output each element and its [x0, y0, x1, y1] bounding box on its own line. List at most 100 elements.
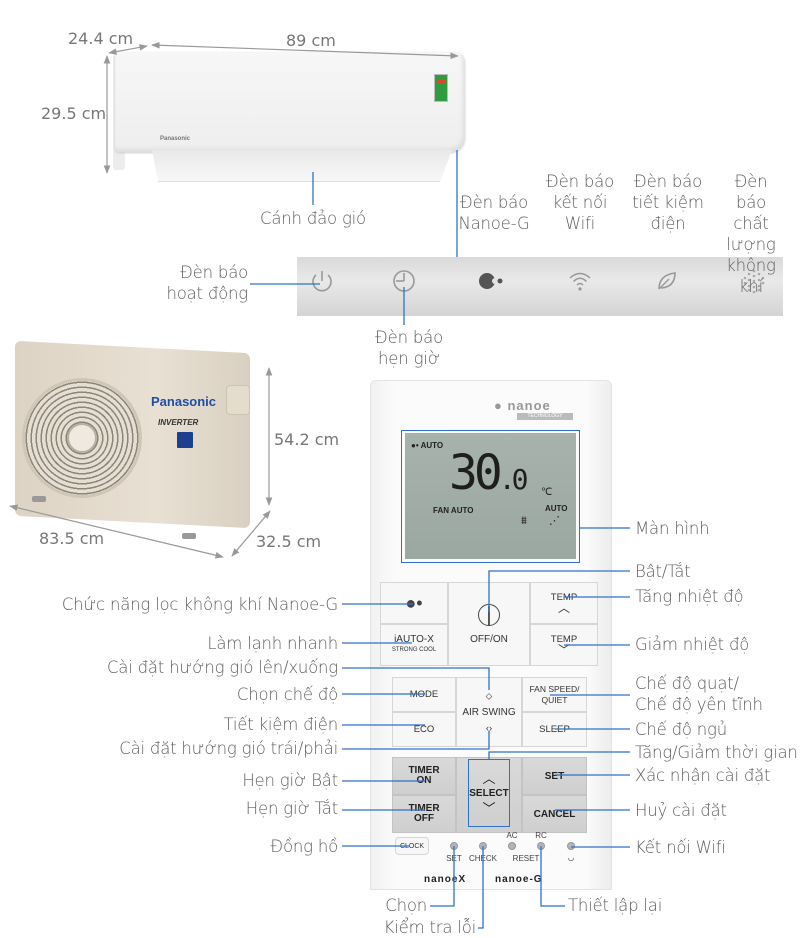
leaf-icon: [652, 267, 682, 295]
outdoor-width-dimension: 83.5 cm: [39, 529, 105, 548]
cancel-label: CANCEL: [533, 808, 576, 820]
outdoor-foot: [182, 533, 196, 539]
iauto-button[interactable]: iAUTO-X STRONG COOL: [380, 624, 448, 666]
nanoe-technology-tag: TECHNOLOGY: [517, 413, 573, 420]
ac-indicator-label: AC: [506, 831, 518, 840]
nanoe-logo-text: nanoe: [507, 398, 551, 413]
set-led[interactable]: [450, 842, 458, 850]
indicator-label-operation: Đèn báo hoạt động: [166, 263, 248, 303]
set-button[interactable]: SET: [522, 757, 587, 795]
fan-speed-button[interactable]: FAN SPEED/ QUIET: [522, 677, 587, 712]
lcd-mode-text: AUTO: [420, 441, 444, 450]
clock-button[interactable]: CLOCK: [395, 837, 429, 855]
label-confirm: Xác nhận cài đặt: [635, 766, 771, 785]
swing-vertical-icon: ⬦: [485, 690, 493, 702]
label-swing-vertical: Cài đặt hướng gió lên/xuống: [106, 658, 338, 677]
sleep-label: SLEEP: [539, 724, 570, 735]
timer-off-label: TIMER OFF: [408, 803, 440, 824]
temp-down-label: TEMP: [550, 634, 578, 645]
reset-indicator-label: RESET: [512, 854, 540, 863]
swing-horizontal-icon: ‹›: [485, 722, 493, 734]
nanoe-g-logo: nanoe-G: [495, 874, 543, 885]
select-label: SELECT: [469, 787, 509, 799]
label-time-adjust: Tăng/Giảm thời gian: [635, 743, 798, 762]
lcd-screen: ●• AUTO 30.0 ℃ FAN AUTO AUTO ⩩ ⋰: [405, 433, 576, 559]
indicator-label-wifi: Đèn báo kết nối Wifi: [546, 172, 614, 233]
wifi-small-icon: ◡: [567, 853, 575, 862]
fan-speed-label: FAN SPEED/ QUIET: [529, 683, 580, 705]
indicator-label-air-quality: Đèn báo chất lượng không khí: [726, 172, 776, 296]
nanoe-icon: [474, 267, 504, 295]
outdoor-depth-dimension: 32.5 cm: [256, 532, 322, 551]
rc-indicator-label: RC: [535, 831, 547, 840]
indoor-height-dimension: 29.5 cm: [41, 104, 107, 123]
lcd-mode: ●• AUTO: [411, 441, 444, 450]
chevron-down-icon: ﹀: [557, 643, 570, 657]
outdoor-height-dimension: 54.2 cm: [274, 430, 340, 449]
label-clock: Đồng hồ: [270, 837, 338, 856]
lcd-temp-dec: .0: [498, 463, 529, 496]
lcd-temp-int: 30: [449, 445, 503, 501]
outdoor-valve-cover: [226, 385, 250, 415]
timer-on-button[interactable]: TIMER ON: [392, 757, 456, 795]
label-timer-off: Hẹn giờ Tắt: [245, 799, 338, 818]
check-led[interactable]: [479, 842, 487, 850]
label-temp-down: Giảm nhiệt độ: [635, 635, 750, 654]
set-indicator-label: SET: [446, 854, 462, 863]
label-eco: Tiết kiệm điện: [223, 715, 339, 734]
label-check: Kiểm tra lỗi: [383, 918, 477, 937]
set-label: SET: [544, 770, 565, 782]
sleep-button[interactable]: SLEEP: [522, 712, 587, 747]
indicator-label-eco: Đèn báo tiết kiệm điện: [632, 172, 704, 233]
timer-off-button[interactable]: TIMER OFF: [392, 795, 456, 833]
lcd-swing: AUTO: [545, 504, 568, 513]
outdoor-fan-hub: [67, 423, 97, 453]
mode-label: MODE: [409, 689, 439, 700]
remote-nanoe-logo: ● nanoe: [494, 398, 551, 413]
nanoe-badge: [177, 432, 193, 448]
eco-button[interactable]: ECO: [392, 712, 456, 747]
louver-label: Cánh đảo gió: [260, 209, 366, 228]
indicator-label-timer: Đèn báo hẹn giờ: [375, 328, 443, 368]
rc-led[interactable]: [537, 842, 545, 850]
label-swing-horizontal: Cài đặt hướng gió trái/phải: [119, 739, 338, 758]
label-timer-on: Hẹn giờ Bật: [242, 771, 338, 790]
indoor-width-dimension: 89 cm: [286, 31, 336, 50]
wifi-icon: [565, 267, 595, 295]
indicator-panel: [297, 257, 783, 316]
ac-led[interactable]: [508, 842, 516, 850]
chevron-down-icon: ﹀: [482, 800, 496, 816]
iauto-sub-label: STRONG COOL: [391, 647, 437, 653]
label-select: Chọn: [385, 896, 427, 915]
timer-icon: [389, 267, 419, 295]
clock-label: CLOCK: [399, 842, 425, 850]
indoor-unit: [115, 52, 465, 152]
select-button[interactable]: ︿SELECT﹀: [468, 759, 510, 827]
inverter-badge: INVERTER: [158, 418, 199, 427]
off-on-label: OFF/ON: [470, 633, 508, 645]
nanoex-logo: nanoeX: [424, 874, 467, 885]
off-on-button[interactable]: | OFF/ON: [448, 582, 530, 666]
outdoor-foot: [32, 496, 46, 502]
air-swing-button[interactable]: ⬦ AIR SWING ‹›: [456, 677, 522, 747]
label-reset: Thiết lập lại: [568, 896, 663, 915]
energy-label: [434, 74, 448, 102]
cancel-button[interactable]: CANCEL: [522, 795, 587, 833]
louver-icon: ⩩: [521, 515, 527, 527]
iauto-label: iAUTO-X: [394, 634, 434, 645]
timer-on-label: TIMER ON: [408, 765, 440, 786]
label-sleep: Chế độ ngủ: [635, 720, 728, 739]
temp-down-button[interactable]: TEMP﹀: [530, 624, 598, 666]
mode-button[interactable]: MODE: [392, 677, 456, 712]
label-fast-cool: Làm lạnh nhanh: [207, 634, 338, 653]
label-on-off: Bật/Tắt: [635, 562, 691, 581]
indicator-label-nanoe: Đèn báo Nanoe-G: [458, 193, 530, 233]
temp-up-button[interactable]: TEMP︿: [530, 582, 598, 624]
wifi-led: [567, 842, 575, 850]
power-icon: |: [478, 603, 500, 626]
label-fan-quiet: Chế độ quạt/ Chế độ yên tĩnh: [635, 674, 763, 714]
indoor-unit-brand: Panasonic: [160, 136, 191, 142]
air-swing-label: AIR SWING: [462, 706, 516, 718]
power-icon: [307, 267, 337, 295]
nanoe-button[interactable]: ●•: [380, 582, 448, 624]
